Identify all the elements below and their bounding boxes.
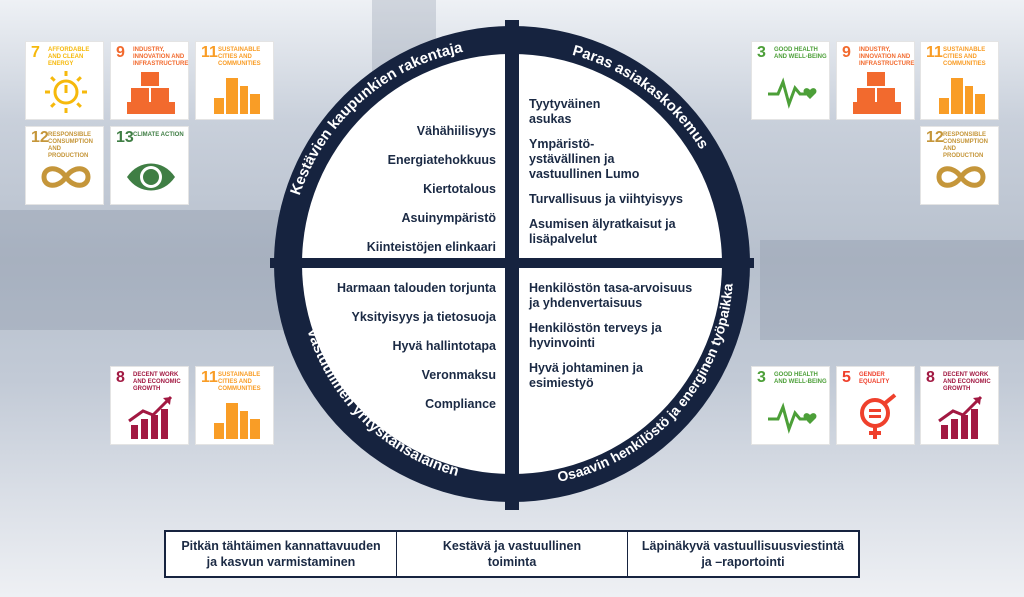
sdg-number: 12 — [926, 129, 944, 146]
earth-eye-icon — [127, 163, 175, 191]
principle-transparent-reporting: Läpinäkyvä vastuullisuusviestintä ja –ra… — [641, 539, 845, 569]
sdg-label: Sustainable cities and communities — [943, 47, 986, 67]
sdg-label: Responsible consumption and production — [48, 132, 93, 159]
sun-power-icon — [45, 71, 87, 113]
growth-chart-icon — [128, 395, 173, 439]
infinity-icon — [41, 166, 91, 188]
quadrant-item: Veronmaksu — [421, 368, 496, 382]
quadrant-item: Asumisen älyratkaisut ja lisäpalvelut — [529, 217, 676, 246]
sdg-label: Good health and well-being — [774, 372, 827, 385]
sdg-tile: 12Responsible consumption and production — [920, 126, 999, 205]
quadrant-item: Vähähiilisyys — [416, 124, 496, 138]
sdg-tile: 12Responsible consumption and production — [25, 126, 104, 205]
sdg-number: 3 — [757, 44, 766, 61]
heartbeat-icon — [768, 402, 817, 434]
quadrant-item: Ympäristö- ystävällinen ja vastuullinen … — [529, 137, 640, 181]
sdg-tile: 13Climate action — [110, 126, 189, 205]
quadrant-item: Tyytyväinen asukas — [529, 97, 601, 126]
quadrant-item: Yksityisyys ja tietosuoja — [351, 310, 496, 324]
buildings-icon — [214, 78, 260, 114]
quadrant-item: Henkilöstön tasa-arvoisuus ja yhdenverta… — [529, 281, 693, 310]
quadrant-item: Hyvä johtaminen ja esimiestyö — [529, 361, 643, 390]
sdg-tile: 3 Good health and well-being — [751, 41, 830, 120]
wheel-horizontal-divider — [270, 258, 754, 268]
buildings-icon — [939, 78, 985, 114]
background-shoreline — [760, 240, 1024, 340]
sdg-label: Good health and well-being — [774, 47, 827, 60]
infinity-icon — [936, 166, 986, 188]
quadrant-item: Compliance — [425, 397, 496, 411]
sdg-tile: 9 Industry, innovation and infrastructure — [836, 41, 915, 120]
sdg-label: Sustainable cities and communities — [218, 47, 261, 67]
sdg-tile: 9 Industry, innovation and infrastructure — [110, 41, 189, 120]
sdg-label: Climate action — [133, 132, 184, 138]
growth-chart-icon — [938, 395, 983, 439]
sdg-number: 11 — [201, 44, 218, 61]
cubes-icon — [853, 72, 901, 114]
sdg-label: Responsible consumption and production — [943, 132, 988, 159]
gender-equality-icon — [860, 393, 897, 439]
sdg-number: 8 — [926, 369, 935, 386]
sdg-label: Decent work and economic growth — [943, 372, 991, 392]
quadrant-item: Harmaan talouden torjunta — [336, 281, 496, 295]
sdg-tile: 11Sustainable cities and communities — [195, 366, 274, 445]
heartbeat-icon — [768, 77, 817, 109]
sdg-number: 9 — [842, 44, 851, 61]
buildings-icon — [214, 403, 260, 439]
sdg-tile: 5 Gender equality — [836, 366, 915, 445]
sdg-number: 3 — [757, 369, 766, 386]
principle-profitability: Pitkän tähtäimen kannattavuuden ja kasvu… — [166, 532, 397, 576]
bottom-principles-bar: Pitkän tähtäimen kannattavuuden ja kasvu… — [164, 530, 860, 578]
sdg-number: 12 — [31, 129, 49, 146]
sdg-tile: 7 Affordable and clean energy — [25, 41, 104, 120]
quadrant-items-bottom-right: Henkilöstön tasa-arvoisuus ja yhdenverta… — [529, 281, 719, 401]
quadrant-item: Kiinteistöjen elinkaari — [366, 240, 496, 254]
sdg-tile: 8 Decent work and economic growth — [920, 366, 999, 445]
cubes-icon — [127, 72, 175, 114]
sdg-number: 5 — [842, 369, 851, 386]
sdg-tile: 11Sustainable cities and communities — [195, 41, 274, 120]
quadrant-item: Henkilöstön terveys ja hyvinvointi — [529, 321, 662, 350]
sdg-number: 11 — [926, 44, 943, 61]
quadrant-item: Asuinympäristö — [401, 211, 496, 225]
sdg-number: 13 — [116, 129, 134, 146]
sdg-number: 7 — [31, 44, 40, 61]
sdg-label: Sustainable cities and communities — [218, 372, 261, 392]
sdg-label: Affordable and clean energy — [48, 47, 90, 67]
quadrant-item: Hyvä hallintotapa — [392, 339, 497, 353]
quadrant-item: Turvallisuus ja viihtyisyys — [529, 192, 684, 206]
sdg-number: 9 — [116, 44, 125, 61]
sdg-label: Industry, innovation and infrastructure — [859, 47, 915, 67]
sdg-tile: 3 Good health and well-being — [751, 366, 830, 445]
quadrant-item: Energiatehokkuus — [387, 153, 496, 167]
background-buildings — [0, 210, 300, 330]
sdg-number: 11 — [201, 369, 218, 386]
sdg-label: Decent work and economic growth — [133, 372, 181, 392]
quadrant-item: Kiertotalous — [423, 182, 496, 196]
sdg-label: Gender equality — [859, 372, 890, 385]
sdg-tile: 8 Decent work and economic growth — [110, 366, 189, 445]
sdg-label: Industry, innovation and infrastructure — [133, 47, 189, 67]
sdg-number: 8 — [116, 369, 125, 386]
sdg-tile: 11Sustainable cities and communities — [920, 41, 999, 120]
principle-sustainable-operations: Kestävä ja vastuullinen toiminta — [397, 532, 628, 576]
